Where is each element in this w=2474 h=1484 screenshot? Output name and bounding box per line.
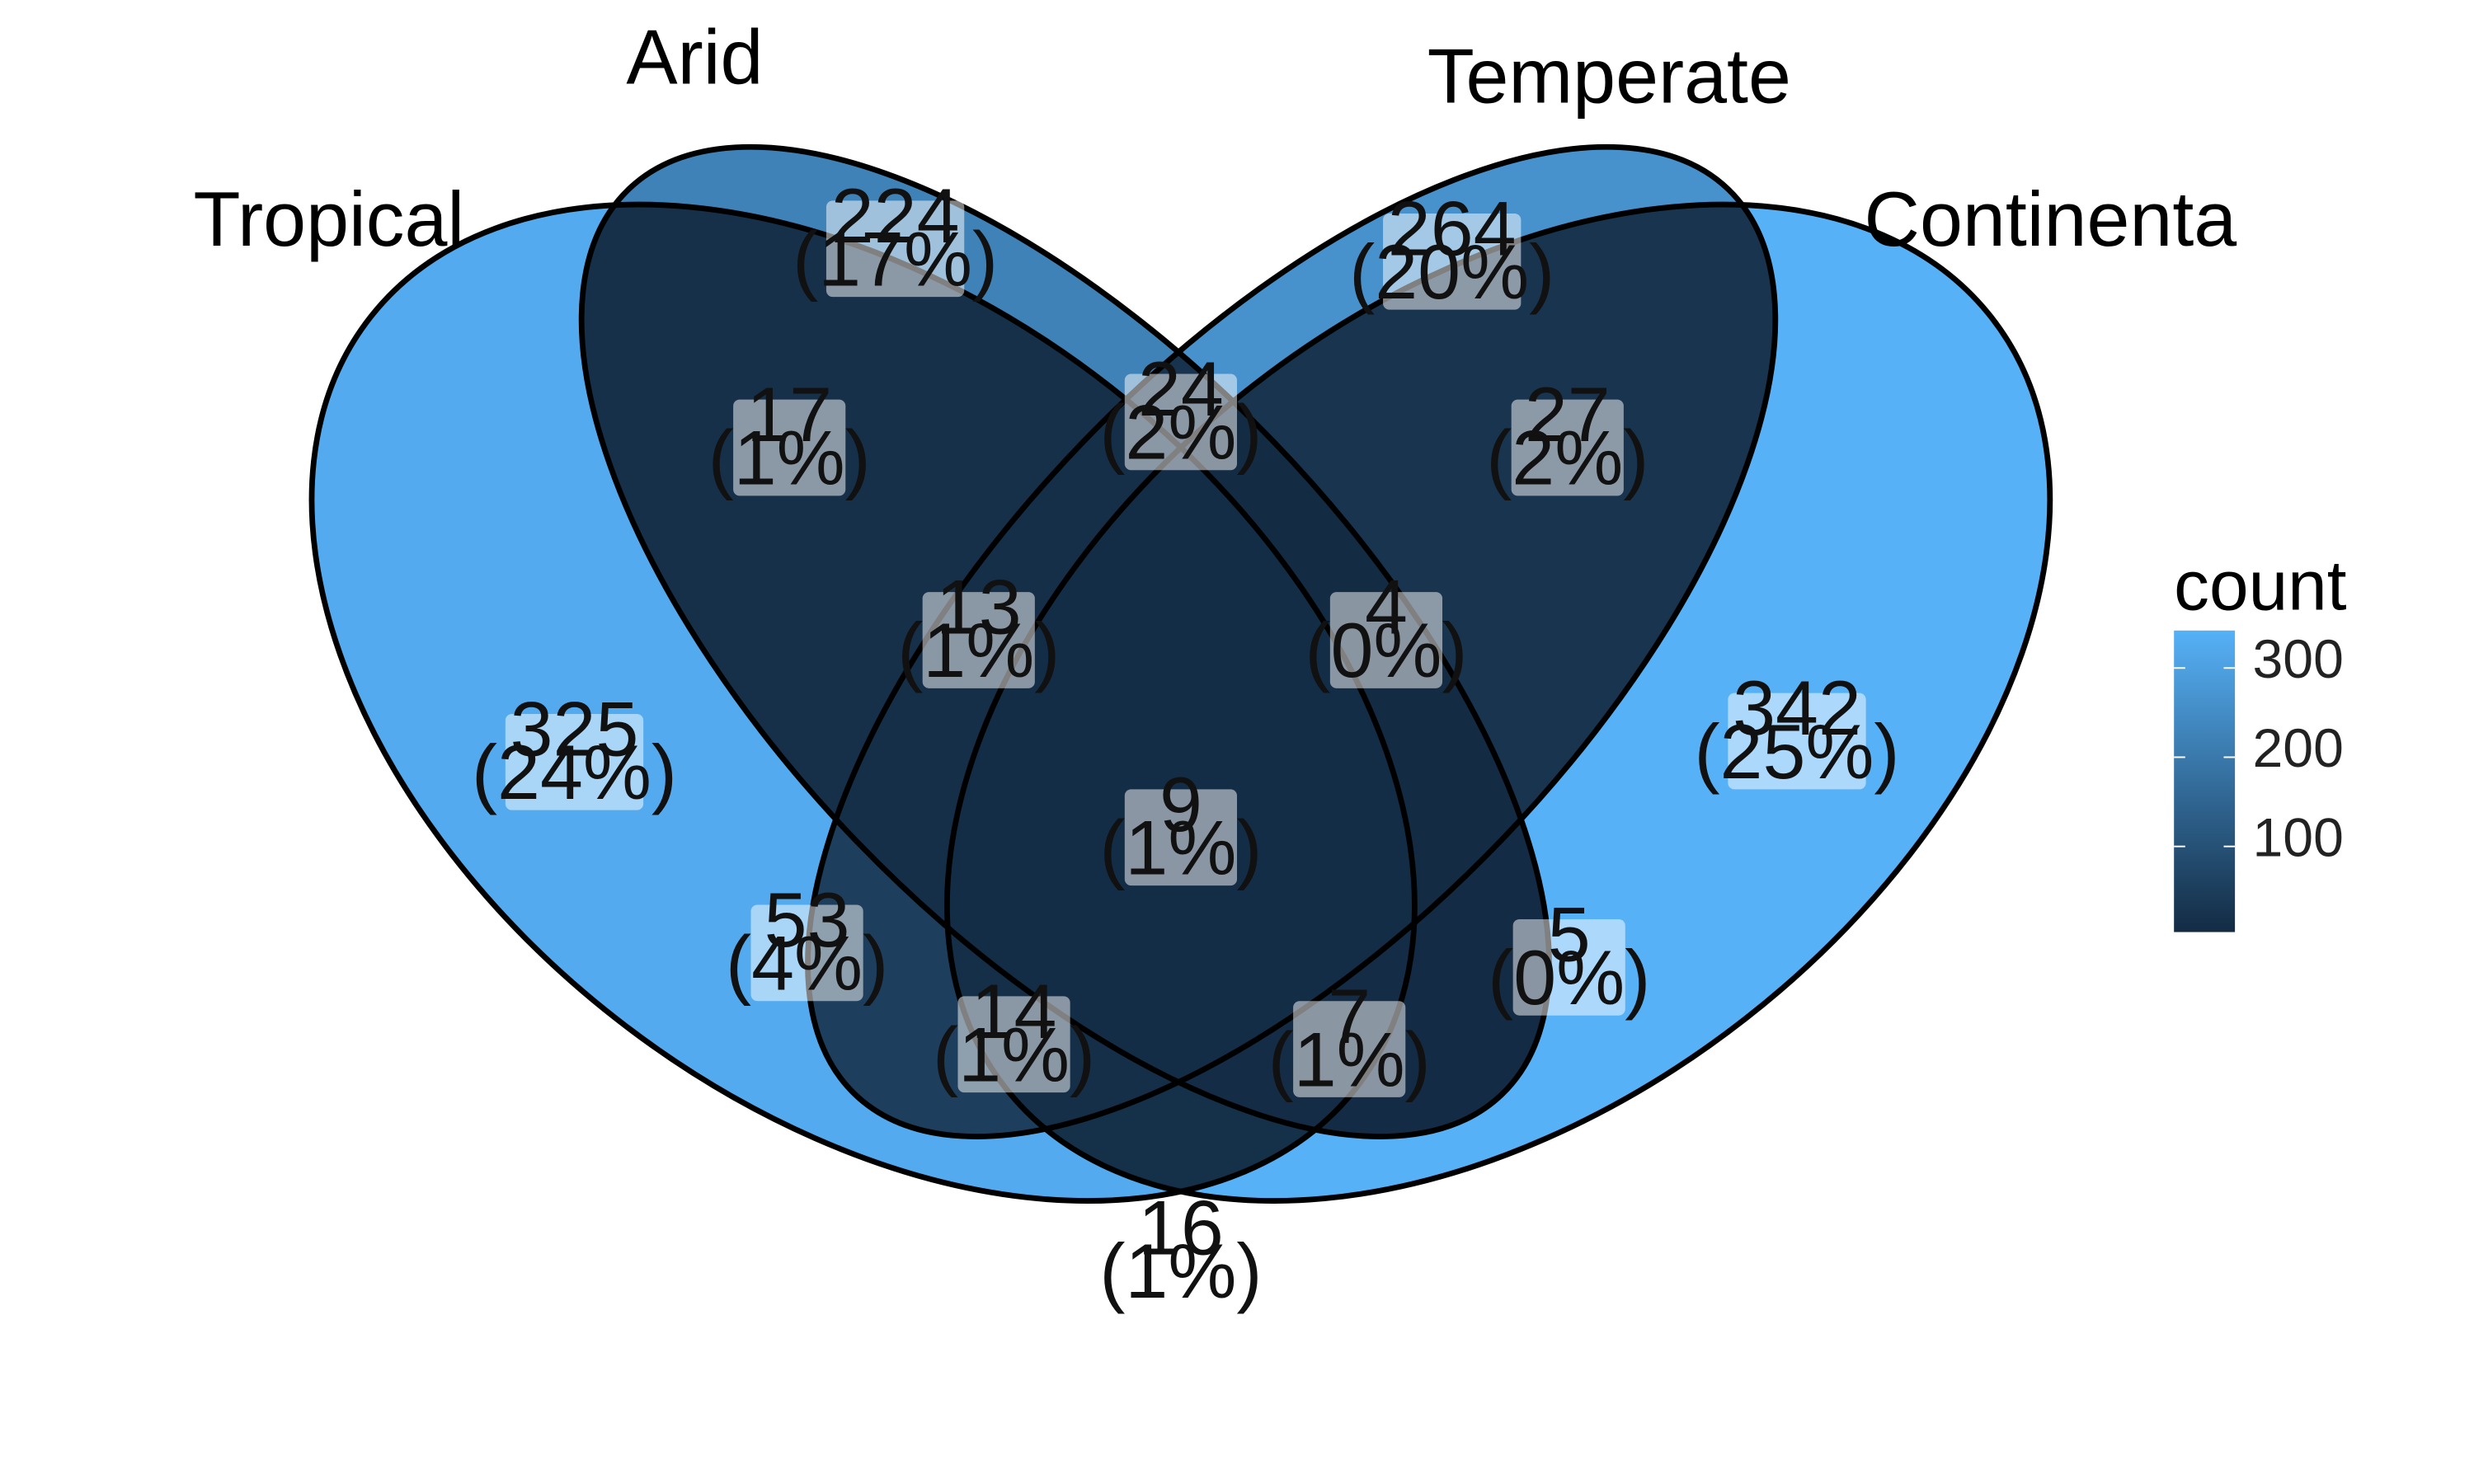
region-count: 264: [1388, 186, 1517, 272]
legend-colorbar: [2174, 630, 2236, 932]
legend-tick-label: 100: [2253, 807, 2344, 868]
region-label-box: [1329, 592, 1443, 688]
region-percent: (1%): [708, 415, 871, 501]
set-label-arid: Arid: [626, 13, 763, 100]
region-percent: (1%): [933, 1011, 1095, 1097]
set-label-temperate: Temperate: [1427, 33, 1791, 120]
region-label-box: [750, 904, 863, 1002]
legend-tick-label: 300: [2253, 629, 2344, 690]
region-label-box: [1124, 373, 1237, 471]
region-count: 4: [1365, 564, 1408, 650]
region-label-tropical-arid: 17(1%): [708, 371, 871, 501]
region-label-box: [1511, 399, 1624, 496]
region-count: 53: [764, 876, 850, 963]
region-label-temperate-continenta: 27(2%): [1486, 371, 1649, 501]
region-percent: (20%): [1349, 228, 1554, 315]
set-label-tropical: Tropical: [194, 176, 465, 262]
region-label-box: [505, 713, 644, 810]
region-percent: (24%): [472, 729, 677, 815]
region-count: 17: [746, 371, 832, 458]
region-label-box: [922, 592, 1035, 688]
region-label-tropical: 325(24%): [472, 686, 677, 816]
region-count: 13: [936, 564, 1022, 650]
region-percent: (1%): [1268, 1016, 1431, 1102]
region-label-tropical-temperate-continenta: 14(1%): [933, 968, 1095, 1098]
set-label-continenta: Continenta: [1865, 176, 2237, 262]
legend-tick-label: 200: [2253, 718, 2344, 779]
region-label-box: [1728, 693, 1866, 790]
region-count: 14: [971, 968, 1057, 1054]
region-label-box: [957, 996, 1070, 1093]
region-label-continenta: 342(25%): [1694, 665, 1899, 795]
region-percent: (4%): [726, 920, 888, 1007]
region-percent: (0%): [1488, 934, 1650, 1021]
region-percent: (1%): [1099, 805, 1262, 891]
region-count: 27: [1525, 371, 1611, 458]
region-percent: (17%): [793, 215, 998, 302]
region-label-box: [733, 399, 846, 496]
region-label-tropical-arid-continenta: 7(1%): [1268, 973, 1431, 1103]
region-label-box: [1124, 1213, 1237, 1309]
region-count: 24: [1138, 345, 1224, 432]
region-percent: (1%): [897, 607, 1060, 693]
region-label-temperate: 264(20%): [1349, 186, 1554, 316]
venn-set-outlines: [308, 143, 2053, 1204]
region-label-arid-temperate-continenta: 4(0%): [1305, 564, 1467, 694]
region-label-tropical-continenta: 16(1%): [1099, 1185, 1262, 1315]
legend-title: count: [2174, 547, 2347, 625]
legend-ticks: 100 200 300: [2174, 629, 2344, 868]
region-percent: (2%): [1486, 415, 1649, 501]
color-legend: count 100 200 300: [2174, 547, 2347, 932]
region-label-box: [1124, 789, 1237, 886]
set-outline-temperate: [805, 143, 1779, 1139]
region-label-box: [1293, 1001, 1406, 1097]
region-label-arid-temperate: 24(2%): [1099, 345, 1262, 476]
region-label-box: [1512, 918, 1625, 1016]
region-count: 325: [510, 686, 639, 773]
region-percent: (25%): [1694, 708, 1899, 795]
region-label-tropical-arid-temperate-continenta: 9(1%): [1099, 761, 1262, 891]
set-outline-arid: [578, 143, 1552, 1139]
region-label-tropical-arid-temperate: 13(1%): [897, 564, 1060, 694]
region-count: 342: [1733, 665, 1861, 751]
region-label-tropical-temperate: 53(4%): [726, 876, 888, 1007]
region-count: 9: [1159, 761, 1202, 848]
region-percent: (2%): [1099, 389, 1262, 476]
region-percent: (0%): [1305, 607, 1467, 693]
region-label-box: [1383, 213, 1522, 310]
region-percent: (1%): [1099, 1228, 1262, 1314]
region-count: 224: [831, 172, 960, 259]
region-label-arid-continenta: 5(0%): [1488, 891, 1650, 1021]
region-count: 5: [1548, 891, 1591, 978]
region-labels: 325(24%)224(17%)264(20%)342(25%)17(1%)24…: [472, 172, 1900, 1314]
region-label-arid: 224(17%): [793, 172, 998, 303]
region-count: 16: [1138, 1185, 1224, 1271]
region-count: 7: [1328, 973, 1371, 1059]
region-label-box: [825, 200, 965, 298]
